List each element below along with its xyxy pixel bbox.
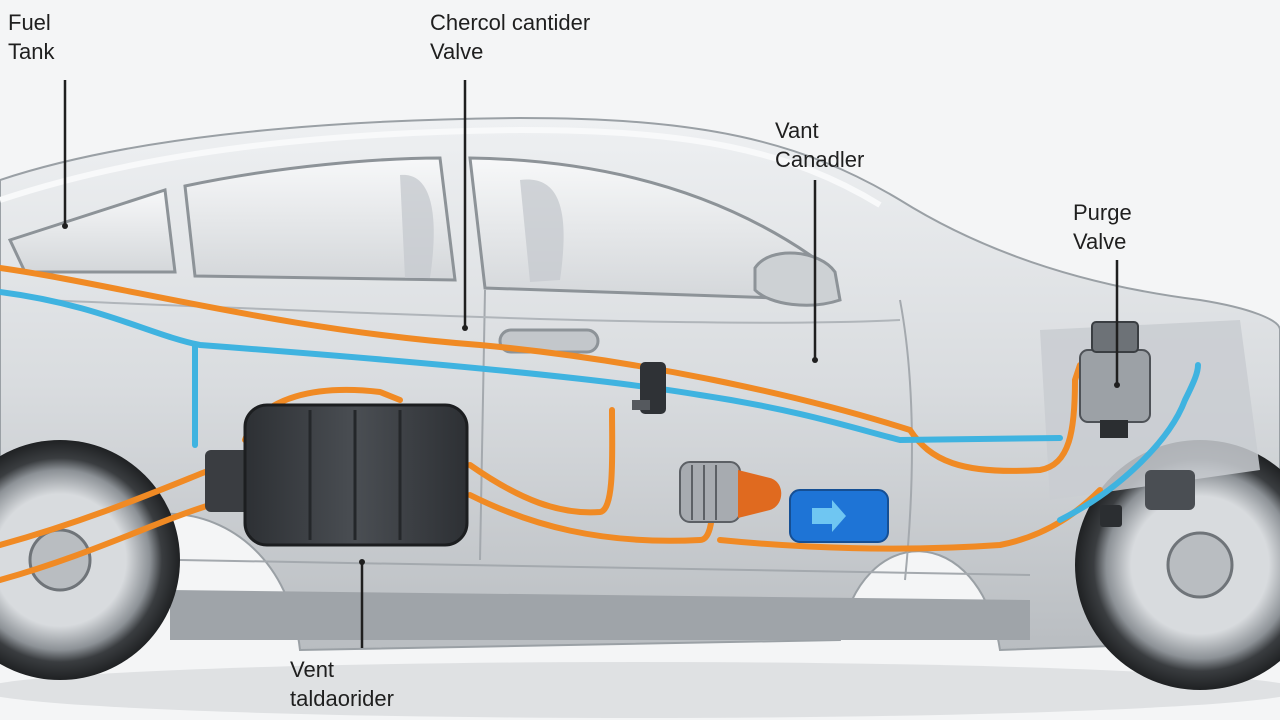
label-vent-canister-line2: Canadler (775, 147, 865, 172)
side-mirror (753, 251, 842, 307)
label-fuel-tank: Fuel Tank (8, 8, 54, 66)
label-vent-bottom-line1: Vent (290, 657, 335, 682)
fuel-line-rear-2 (0, 502, 213, 583)
body-crease (39, 299, 901, 324)
fuel-line-upper (0, 265, 1083, 474)
vapor-line-main (0, 289, 1063, 444)
front-wheel (1075, 440, 1280, 690)
label-vent-canister-line1: Vant (775, 118, 819, 143)
pointer-lines (63, 80, 1119, 648)
label-purge-valve: Purge Valve (1073, 198, 1132, 256)
label-purge-valve-line1: Purge (1073, 200, 1132, 225)
seat-silhouette (520, 179, 564, 282)
fuel-line-to-valve (467, 407, 616, 516)
vapor-line-engine (1057, 362, 1201, 523)
sill-line (179, 559, 1031, 576)
label-vent-bottom-line2: taldaorider (290, 686, 394, 711)
rear-window (7, 188, 177, 274)
pointer-dots (62, 223, 1120, 565)
fuel-line-to-pump (467, 492, 715, 544)
fuel-tank (205, 403, 469, 547)
label-charcoal-canister-valve: Chercol cantider Valve (430, 8, 590, 66)
charcoal-canister-valve (632, 362, 666, 414)
label-charcoal-canister-valve-line2: Valve (430, 39, 484, 64)
middle-window (183, 156, 457, 282)
rocker-panel (170, 590, 1030, 640)
label-fuel-tank-line1: Fuel (8, 10, 51, 35)
roof-highlight (0, 126, 882, 208)
label-charcoal-canister-valve-line1: Chercol cantider (430, 10, 591, 35)
door-seam (479, 289, 486, 561)
label-fuel-tank-line2: Tank (8, 39, 55, 64)
fuel-line-rear-1 (0, 467, 213, 548)
vent-pump-assembly (679, 461, 889, 543)
seat-silhouette (400, 174, 434, 278)
label-vent-bottom: Vent taldaorider (290, 655, 394, 713)
label-vent-canister: Vant Canadler (775, 116, 864, 174)
ground-shadow (0, 662, 1280, 718)
label-purge-valve-line2: Valve (1073, 229, 1127, 254)
vapor-lines (0, 289, 1201, 523)
